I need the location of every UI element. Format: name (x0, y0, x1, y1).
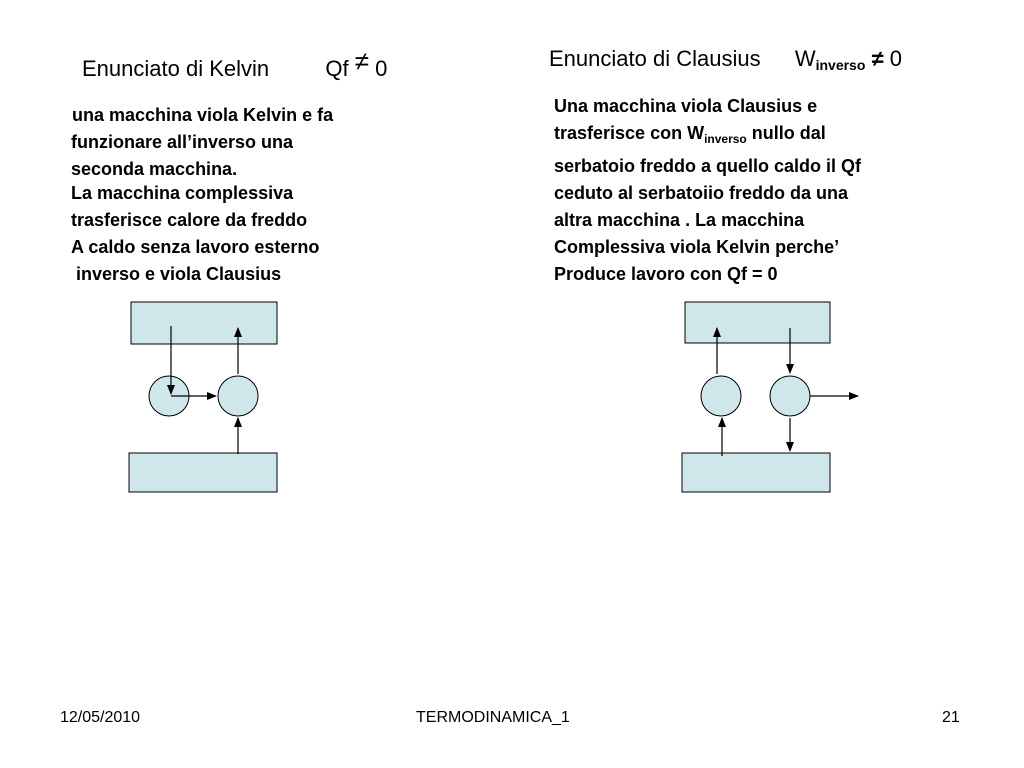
cold-reservoir-right (681, 452, 831, 493)
clausius-title: Enunciato di Clausius Winverso ≠ 0 (549, 46, 902, 73)
kelvin-text-block: una macchina viola Kelvin e fa funzionar… (71, 102, 333, 183)
kelvin-text-line: trasferisce calore da freddo (71, 210, 308, 230)
qf-label: Qf (325, 56, 349, 81)
clausius-text-line: Complessiva viola Kelvin perche’ (554, 237, 840, 257)
clausius-text-line: trasferisce con Winverso nullo dal (554, 120, 861, 153)
heat-engine-right (769, 375, 811, 417)
reverse-engine-left (217, 375, 259, 417)
cold-reservoir-left (128, 452, 278, 493)
clausius-text-line: Una macchina viola Clausius e (554, 96, 818, 116)
clausius-title-label: Enunciato di Clausius (549, 46, 761, 71)
zero-label: 0 (375, 56, 388, 81)
kelvin-text-line: una macchina viola Kelvin e fa (72, 105, 334, 125)
clausius-text-line: serbatoio freddo a quello caldo il Qf (554, 156, 862, 176)
hot-reservoir-right (684, 301, 831, 344)
clausius-text-line: ceduto al serbatoiio freddo da una (554, 183, 849, 203)
clausius-text-block: Una macchina viola Clausius e trasferisc… (554, 93, 861, 288)
kelvin-title-label: Enunciato di Kelvin (82, 56, 270, 81)
kelvin-text-line: La macchina complessiva (71, 183, 294, 203)
clausius-diagram (681, 301, 859, 493)
clausius-line2-post: nullo dal (746, 123, 826, 143)
footer-title: TERMODINAMICA_1 (416, 709, 570, 726)
w-label: W (794, 46, 816, 71)
footer-date: 12/05/2010 (60, 709, 141, 726)
kelvin-text-line: inverso e viola Clausius (71, 264, 282, 284)
kelvin-title: Enunciato di Kelvin Qf ≠ 0 (82, 46, 388, 83)
zero-label-right: 0 (889, 46, 902, 71)
clausius-engine (700, 375, 742, 417)
clausius-text-line: Produce lavoro con Qf = 0 (554, 264, 778, 284)
hot-reservoir-left (130, 301, 278, 345)
clausius-line2-pre: trasferisce con W (554, 123, 705, 143)
clausius-text-line: altra macchina . La macchina (554, 210, 805, 230)
clausius-line2-sub: inverso (704, 132, 747, 146)
kelvin-text-line: A caldo senza lavoro esterno (71, 237, 320, 257)
kelvin-text-block-2: La macchina complessiva trasferisce calo… (71, 180, 319, 288)
kelvin-text-line: funzionare all’inverso una (71, 132, 294, 152)
kelvin-diagram (128, 301, 278, 493)
footer-page-number: 21 (942, 709, 960, 726)
w-subscript: inverso (815, 57, 866, 73)
not-equal-symbol-right: ≠ (871, 46, 884, 71)
not-equal-symbol: ≠ (354, 46, 370, 76)
kelvin-text-line: seconda macchina. (71, 159, 238, 179)
